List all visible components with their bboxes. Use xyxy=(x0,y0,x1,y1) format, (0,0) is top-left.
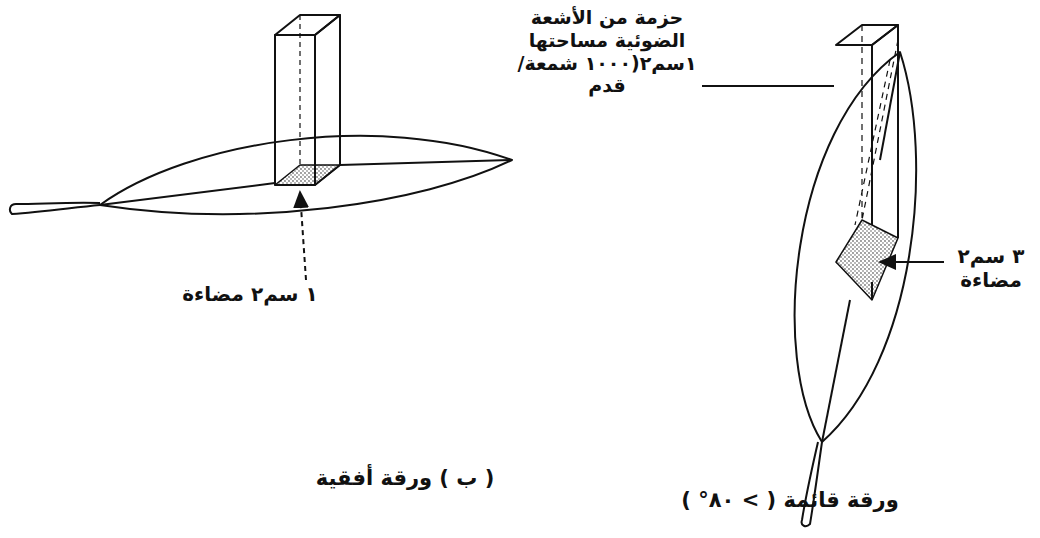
leaf-midrib xyxy=(822,300,850,442)
beam-label: حزمة من الأشعة الضوئية مساحتها ١سم٢(١٠٠٠… xyxy=(514,6,700,97)
area-label: ١ سم٢ مضاءة xyxy=(175,282,325,306)
light-beam xyxy=(871,282,873,300)
leader-line xyxy=(300,192,306,280)
leaf-outline xyxy=(100,136,512,214)
light-beam xyxy=(872,25,898,238)
leaf-midrib xyxy=(100,183,275,205)
caption-label: ورقة قائمة ( > ٨٠° ) xyxy=(660,488,920,513)
leader-line xyxy=(880,261,944,263)
light-beam-hidden xyxy=(855,25,898,230)
lit-area xyxy=(275,165,340,185)
caption-label: ( ب ) ورقة أفقية xyxy=(280,466,530,491)
area-label: ٣ سم٢ مضاءة xyxy=(946,244,1036,292)
leader-line xyxy=(702,85,834,87)
light-beam xyxy=(315,15,340,185)
light-beam xyxy=(275,35,315,185)
leaf-midrib xyxy=(340,160,512,165)
light-beam-hidden xyxy=(299,15,300,165)
light-beam xyxy=(275,15,340,35)
leaf-stem xyxy=(802,442,822,526)
light-beam xyxy=(836,25,898,45)
leaf-stem xyxy=(10,203,100,214)
lit-area xyxy=(836,220,898,300)
